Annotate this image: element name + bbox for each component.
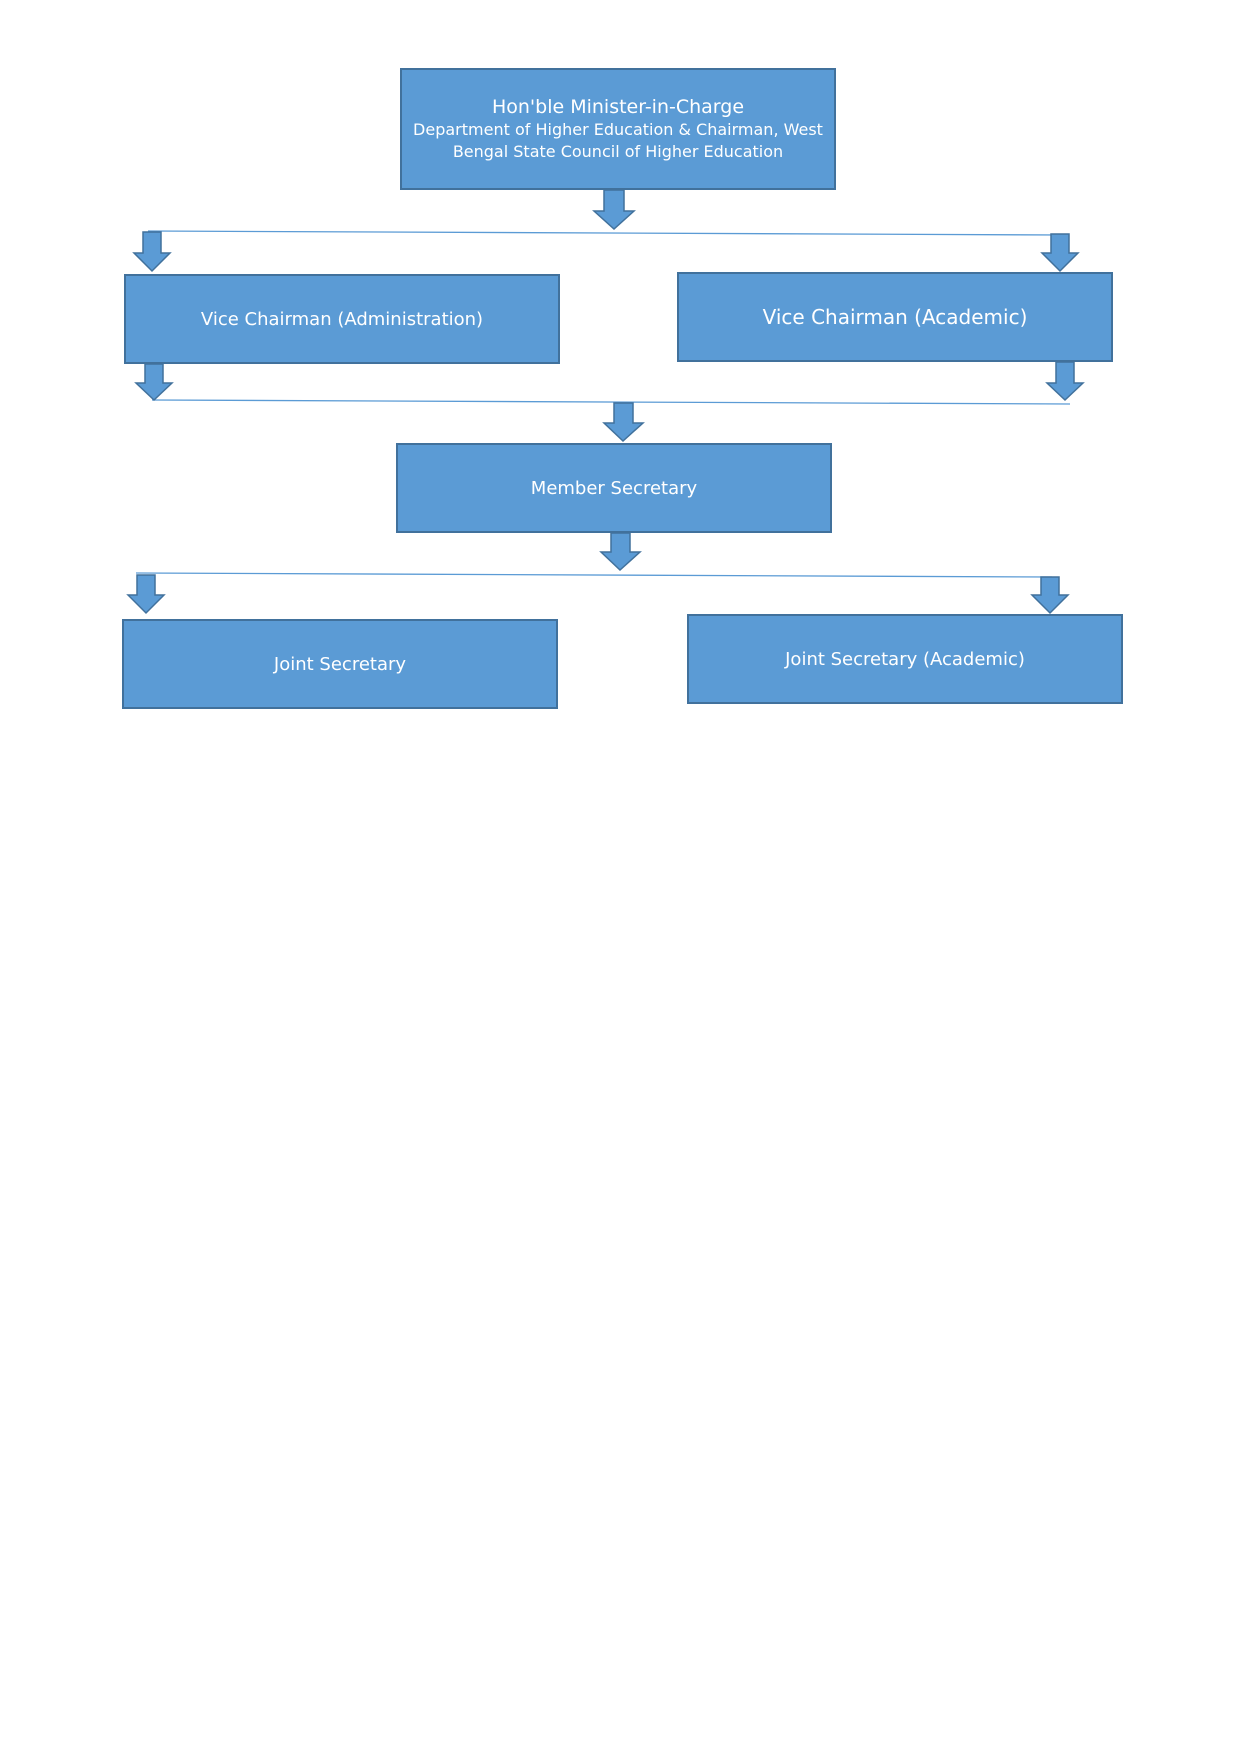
arrow-down-icon <box>134 363 174 402</box>
node-member-secretary: Member Secretary <box>396 443 832 533</box>
node-subtitle-line: Department of Higher Education & Chairma… <box>413 120 823 139</box>
node-joint-secretary-academic: Joint Secretary (Academic) <box>687 614 1123 704</box>
connector-line-top <box>147 230 1065 236</box>
arrow-down-icon <box>1040 233 1080 273</box>
node-joint-secretary: Joint Secretary <box>122 619 558 709</box>
node-label: Vice Chairman (Administration) <box>200 308 484 330</box>
arrow-down-icon <box>1030 576 1070 615</box>
arrow-down-icon <box>602 402 645 443</box>
arrow-down-icon <box>126 574 166 615</box>
arrow-down-icon <box>132 231 172 273</box>
node-label: Joint Secretary <box>273 653 407 675</box>
node-minister-in-charge: Hon'ble Minister-in-Charge Department of… <box>400 68 836 190</box>
arrow-down-icon <box>599 532 642 572</box>
arrow-down-icon <box>1045 361 1085 402</box>
node-label: Joint Secretary (Academic) <box>785 648 1025 670</box>
node-subtitle-line: Bengal State Council of Higher Education <box>452 142 784 161</box>
connector-line-middle <box>151 399 1071 405</box>
node-vice-chairman-academic: Vice Chairman (Academic) <box>677 272 1113 362</box>
node-vice-chairman-administration: Vice Chairman (Administration) <box>124 274 560 364</box>
node-label: Member Secretary <box>530 477 698 499</box>
arrow-down-icon <box>592 189 636 231</box>
node-label: Vice Chairman (Academic) <box>762 305 1028 329</box>
connector-line-bottom <box>135 572 1053 578</box>
node-title: Hon'ble Minister-in-Charge <box>491 96 745 118</box>
